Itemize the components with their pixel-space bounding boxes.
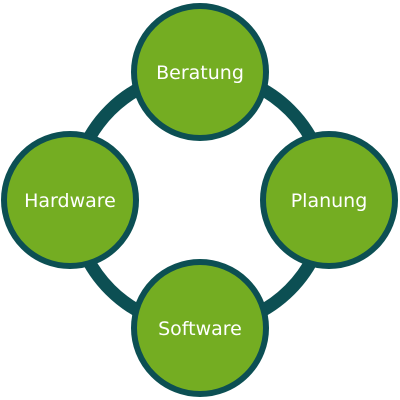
node-software-circle	[131, 259, 269, 397]
node-beratung-circle	[131, 3, 269, 141]
node-hardware-circle	[1, 131, 139, 269]
node-planung-label: Planung	[291, 190, 368, 212]
node-software-label: Software	[158, 318, 242, 340]
node-planung: Planung	[260, 131, 398, 269]
node-beratung: Beratung	[131, 3, 269, 141]
node-planung-circle	[260, 131, 398, 269]
node-software: Software	[131, 259, 269, 397]
node-hardware: Hardware	[1, 131, 139, 269]
node-hardware-label: Hardware	[24, 190, 116, 212]
node-beratung-label: Beratung	[156, 62, 244, 84]
